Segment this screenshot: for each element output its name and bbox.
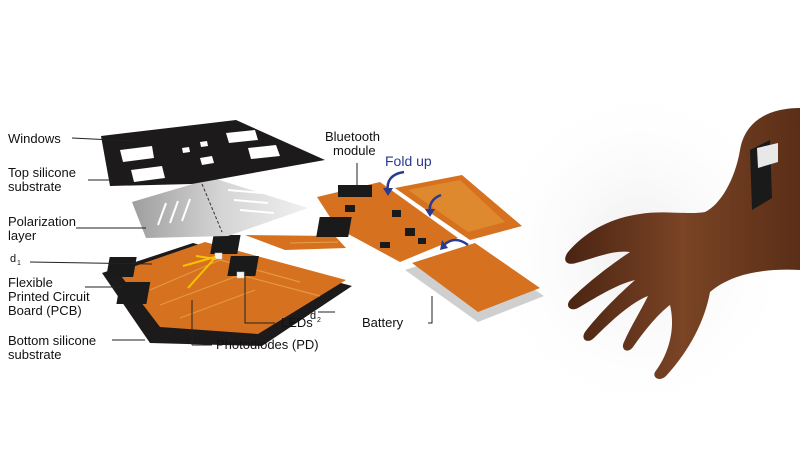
photodiode-chip-3 — [210, 235, 241, 254]
label-leds: LEDs — [281, 315, 313, 330]
label-bottom-silicone-line2: substrate — [8, 347, 61, 362]
label-polarization-line1: Polarization — [8, 214, 76, 229]
led-1 — [214, 252, 223, 260]
label-top-silicone-line1: Top silicone — [8, 165, 76, 180]
polarization-layer — [132, 178, 308, 238]
label-battery: Battery — [362, 315, 404, 330]
photodiode-chip-4 — [227, 256, 259, 276]
label-d1: d — [10, 253, 16, 265]
bluetooth-components — [316, 205, 426, 248]
led-2 — [236, 271, 245, 279]
label-photodiodes: Photodiodes (PD) — [216, 337, 319, 352]
led-distance-arrows — [182, 255, 217, 289]
bluetooth-chip — [338, 185, 372, 197]
neck-trace — [289, 241, 339, 244]
label-d1-subscript: 1 — [17, 260, 21, 267]
fold-flex-tab-inner — [408, 180, 505, 232]
label-pcb-line3: Board (PCB) — [8, 303, 82, 318]
photodiode-chips — [106, 235, 259, 304]
label-top-silicone-line2: substrate — [8, 179, 61, 194]
photodiode-chip-2 — [116, 282, 151, 304]
label-fold-up: Fold up — [385, 153, 432, 169]
fold-up-arrowheads — [383, 188, 448, 250]
photodiode-chip-1 — [106, 257, 137, 277]
polarizer-arrows — [157, 189, 275, 226]
label-d2: d — [310, 310, 316, 322]
label-d2-subscript: 2 — [317, 317, 321, 324]
label-windows: Windows — [8, 131, 61, 146]
label-pcb-line2: Printed Circuit — [8, 289, 90, 304]
window-openings — [120, 130, 280, 182]
leader-lines — [29, 137, 433, 346]
hand-illustration — [565, 108, 800, 379]
battery-flex-cover — [412, 243, 540, 312]
wrist-device-window — [757, 143, 778, 168]
label-pcb-line1: Flexible — [8, 275, 53, 290]
label-polarization-line2: layer — [8, 228, 37, 243]
flexible-pcb-board — [118, 242, 346, 334]
polarizer-divider — [201, 183, 223, 233]
label-bluetooth-line2: module — [333, 143, 376, 158]
label-bottom-silicone-line1: Bottom silicone — [8, 333, 96, 348]
label-bluetooth-line1: Bluetooth — [325, 129, 380, 144]
